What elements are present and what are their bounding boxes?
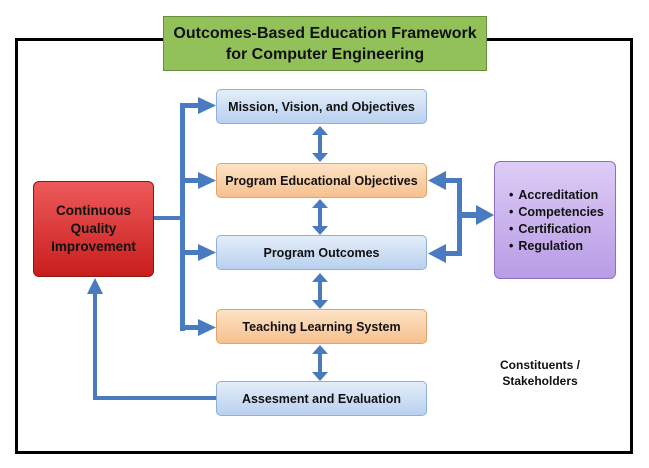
- feedback-horizontal: [93, 396, 217, 400]
- stakeholder-link-peo: [440, 178, 462, 183]
- caption-line-1: Constituents /: [500, 358, 580, 372]
- double-arrow-po-tls: [312, 273, 328, 309]
- node-program-educational-objectives: Program Educational Objectives: [216, 163, 427, 198]
- arrowhead-to-cqi: [87, 278, 103, 294]
- node-assessment-label: Assesment and Evaluation: [241, 391, 402, 406]
- node-mission-label: Mission, Vision, and Objectives: [228, 99, 415, 114]
- feedback-vertical: [93, 292, 97, 400]
- arrowhead-to-po: [198, 244, 216, 261]
- cqi-line-2: Quality: [70, 221, 117, 236]
- caption-line-2: Stakeholders: [502, 374, 578, 388]
- bus-branch-tls: [182, 325, 200, 330]
- node-external-requirements: Accreditation Competencies Certification…: [494, 161, 616, 279]
- title-line-1: Outcomes-Based Education Framework: [173, 24, 477, 42]
- double-arrow-mission-peo: [312, 126, 328, 162]
- bus-branch-peo: [182, 178, 200, 183]
- arrowhead-to-mission: [198, 97, 216, 114]
- node-mission-vision-objectives: Mission, Vision, and Objectives: [216, 89, 427, 124]
- title-line-2: for Computer Engineering: [225, 45, 425, 63]
- diagram-title: Outcomes-Based Education Framework for C…: [163, 16, 487, 71]
- node-po-label: Program Outcomes: [263, 245, 380, 260]
- cqi-line-3: Improvement: [51, 239, 136, 254]
- external-item-regulation: Regulation: [509, 238, 615, 255]
- stakeholder-link-po: [440, 251, 462, 256]
- arrowhead-to-stakeholders: [476, 205, 494, 225]
- bus-vertical-line: [180, 103, 185, 331]
- stakeholders-caption: Constituents / Stakeholders: [490, 357, 590, 389]
- arrowhead-to-peo: [198, 172, 216, 189]
- node-program-outcomes: Program Outcomes: [216, 235, 427, 270]
- bus-branch-po: [182, 250, 200, 255]
- stakeholder-link-right: [459, 212, 479, 218]
- external-list: Accreditation Competencies Certification…: [495, 187, 615, 255]
- external-item-competencies: Competencies: [509, 204, 615, 221]
- node-peo-label: Program Educational Objectives: [225, 173, 418, 188]
- node-continuous-quality-improvement: Continuous Quality Improvement: [33, 181, 154, 277]
- external-item-certification: Certification: [509, 221, 615, 238]
- node-assessment-evaluation: Assesment and Evaluation: [216, 381, 427, 416]
- cqi-to-bus-connector: [154, 216, 182, 220]
- double-arrow-peo-po: [312, 199, 328, 235]
- node-tls-label: Teaching Learning System: [242, 319, 401, 334]
- node-teaching-learning-system: Teaching Learning System: [216, 309, 427, 344]
- double-arrow-tls-assessment: [312, 345, 328, 381]
- arrowhead-to-tls: [198, 319, 216, 336]
- arrowhead-to-po-from-right: [428, 244, 446, 263]
- arrowhead-to-peo-from-right: [428, 171, 446, 190]
- external-item-accreditation: Accreditation: [509, 187, 615, 204]
- bus-branch-mission: [182, 103, 200, 108]
- cqi-line-1: Continuous: [56, 203, 131, 218]
